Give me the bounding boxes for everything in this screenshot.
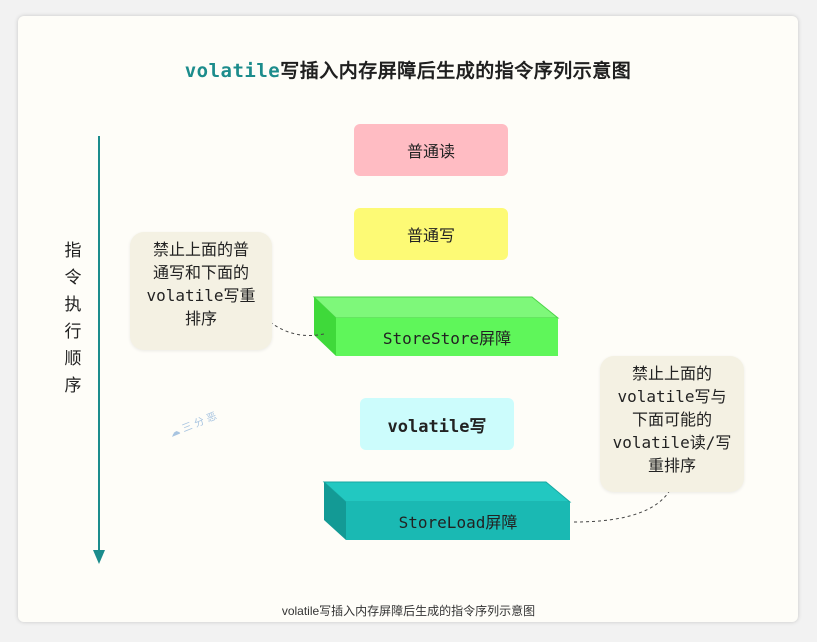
- title-keyword: volatile: [184, 60, 281, 82]
- storeload-barrier-shape: [322, 481, 572, 540]
- title-rest: 写插入内存屏障后生成的指令序列示意图: [280, 60, 632, 82]
- storestore-barrier-shape: [312, 296, 560, 356]
- instruction-label: volatile写: [387, 416, 487, 437]
- storestore-barrier: StoreStore屏障: [312, 294, 560, 358]
- note-line: volatile写重: [146, 286, 256, 305]
- note-line: 通写和下面的: [152, 263, 249, 282]
- instruction-normal-write: 普通写: [354, 208, 508, 260]
- right-note: 禁止上面的 volatile写与 下面可能的 volatile读/写 重排序: [600, 356, 744, 492]
- execution-order-label: 指令执行顺序: [64, 241, 82, 396]
- right-note-connector: [573, 489, 671, 523]
- note-line: volatile写与: [617, 387, 727, 406]
- note-line: 重排序: [647, 456, 696, 475]
- diagram-title: volatile写插入内存屏障后生成的指令序列示意图: [18, 56, 798, 83]
- note-line: volatile读/写: [612, 433, 732, 452]
- note-line: 下面可能的: [631, 410, 712, 429]
- instruction-volatile-write: volatile写: [360, 398, 514, 450]
- note-connectors: [269, 321, 671, 523]
- instruction-label: StoreStore屏障: [382, 329, 512, 348]
- instruction-label-wrap: StoreStore屏障: [336, 318, 558, 356]
- left-note-connector: [269, 321, 325, 336]
- note-line: 禁止上面的: [631, 364, 712, 383]
- note-line: 排序: [184, 309, 217, 328]
- instruction-label: StoreLoad屏障: [398, 513, 518, 532]
- instruction-label: 普通写: [406, 226, 455, 245]
- instruction-normal-read: 普通读: [354, 124, 508, 176]
- left-note: 禁止上面的普 通写和下面的 volatile写重 排序: [130, 232, 272, 350]
- note-line: 禁止上面的普: [152, 240, 249, 259]
- instruction-label-wrap: StoreLoad屏障: [346, 502, 570, 540]
- storeload-barrier: StoreLoad屏障: [322, 480, 572, 542]
- execution-order-arrow: [93, 136, 105, 564]
- figure-caption: volatile写插入内存屏障后生成的指令序列示意图: [281, 604, 536, 618]
- diagram-canvas: volatile写插入内存屏障后生成的指令序列示意图 指令执行顺序 普通读 普通…: [18, 16, 798, 622]
- instruction-label: 普通读: [406, 142, 455, 161]
